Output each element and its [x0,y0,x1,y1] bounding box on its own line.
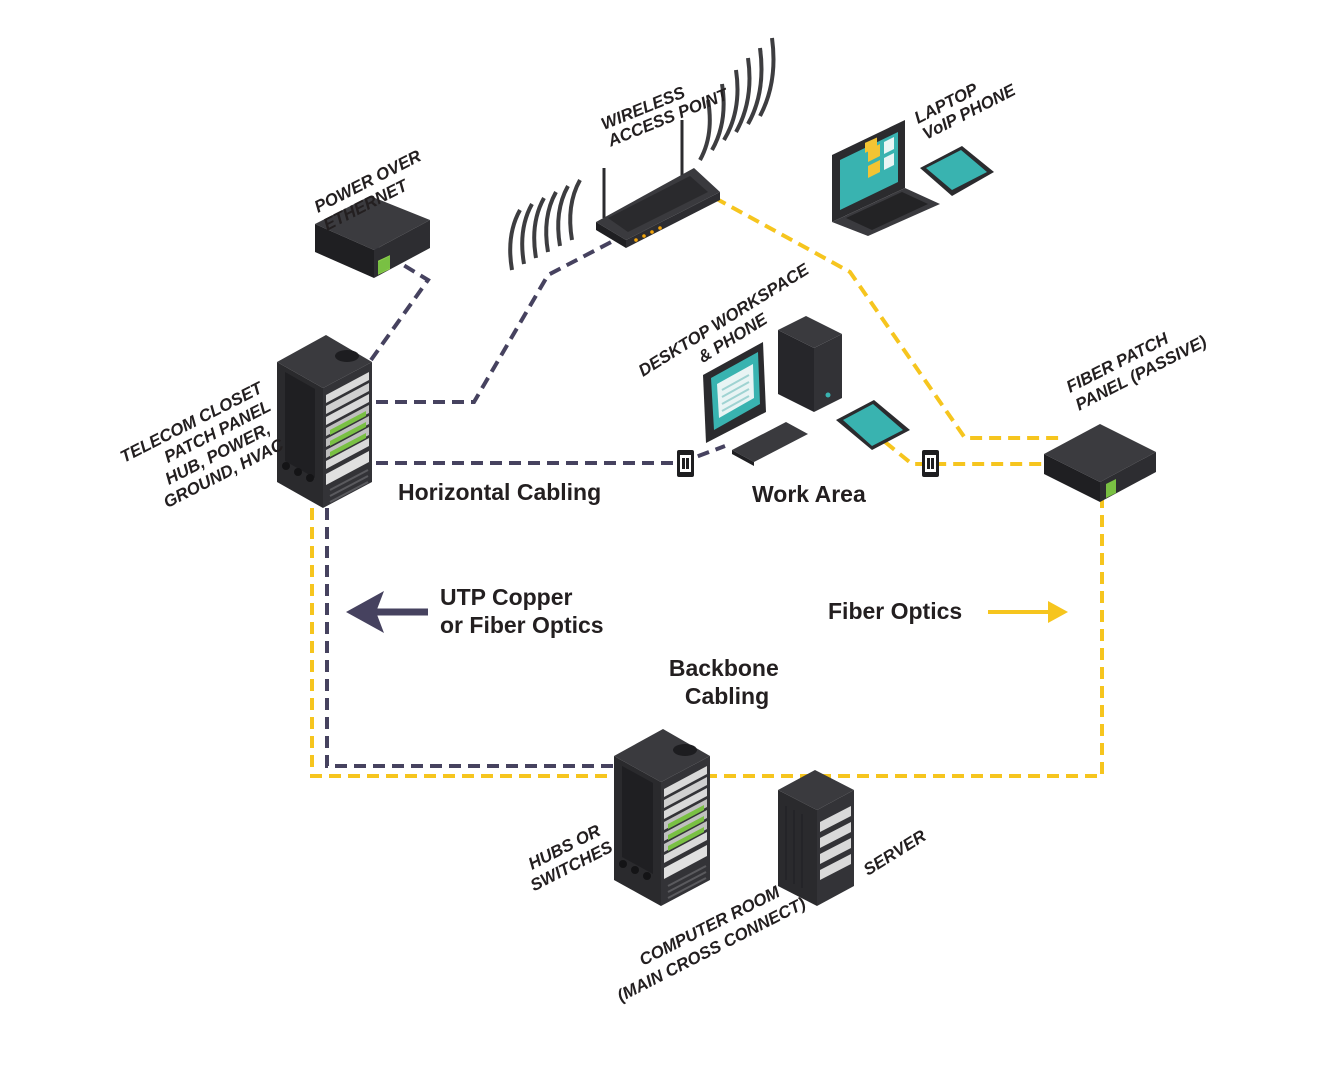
server-icon [778,770,854,906]
desktop-monitor-icon [703,342,766,443]
wifi-waves-icon [508,37,776,271]
rack-units [326,372,369,485]
laptop-label: LAPTOP VoIP PHONE [911,64,1019,143]
fiber-patch-panel-icon [1044,424,1156,502]
cable-backbone-copper [325,508,622,768]
tablet-phone-icon [920,146,994,196]
fiber-optics-heading: Fiber Optics [828,598,962,624]
pc-tower-icon [778,316,842,412]
poe-injector-icon [315,196,430,278]
wireless-router-icon [596,120,720,248]
cable-fiber-return [705,500,1104,778]
telecom-label: TELECOM CLOSET PATCH PANEL HUB, POWER, G… [117,376,297,520]
keyboard-icon [732,422,808,466]
work-area-heading: Work Area [752,481,866,507]
rack-cabinet-icon [614,729,710,906]
arrow-left-icon [346,591,428,633]
server-label: SERVER [860,826,930,880]
cable-wap-fiber [714,196,1062,440]
utp-heading: UTP Copper or Fiber Optics [440,584,604,638]
horizontal-cabling-heading: Horizontal Cabling [398,479,601,505]
hubs-label: HUBS OR SWITCHES [518,819,617,895]
fiber-panel-label: FIBER PATCH PANEL (PASSIVE) [1063,314,1210,415]
desk-phone-icon [836,400,910,450]
wall-jack-icon [922,450,939,477]
laptop-icon [832,120,940,236]
cable-horizontal [376,444,726,465]
backbone-heading: Backbone Cabling [669,655,785,709]
wall-jack-icon [677,450,694,477]
rack-cabinet-icon [277,335,372,508]
computer-room-label: COMPUTER ROOM (MAIN CROSS CONNECT) [604,874,809,1005]
cable-wap [376,238,616,404]
wap-label: WIRELESS ACCESS POINT [597,68,732,151]
cable-backbone-fiber [310,508,615,778]
arrow-right-icon [988,601,1068,623]
cable-workarea-fiber [883,440,1045,466]
